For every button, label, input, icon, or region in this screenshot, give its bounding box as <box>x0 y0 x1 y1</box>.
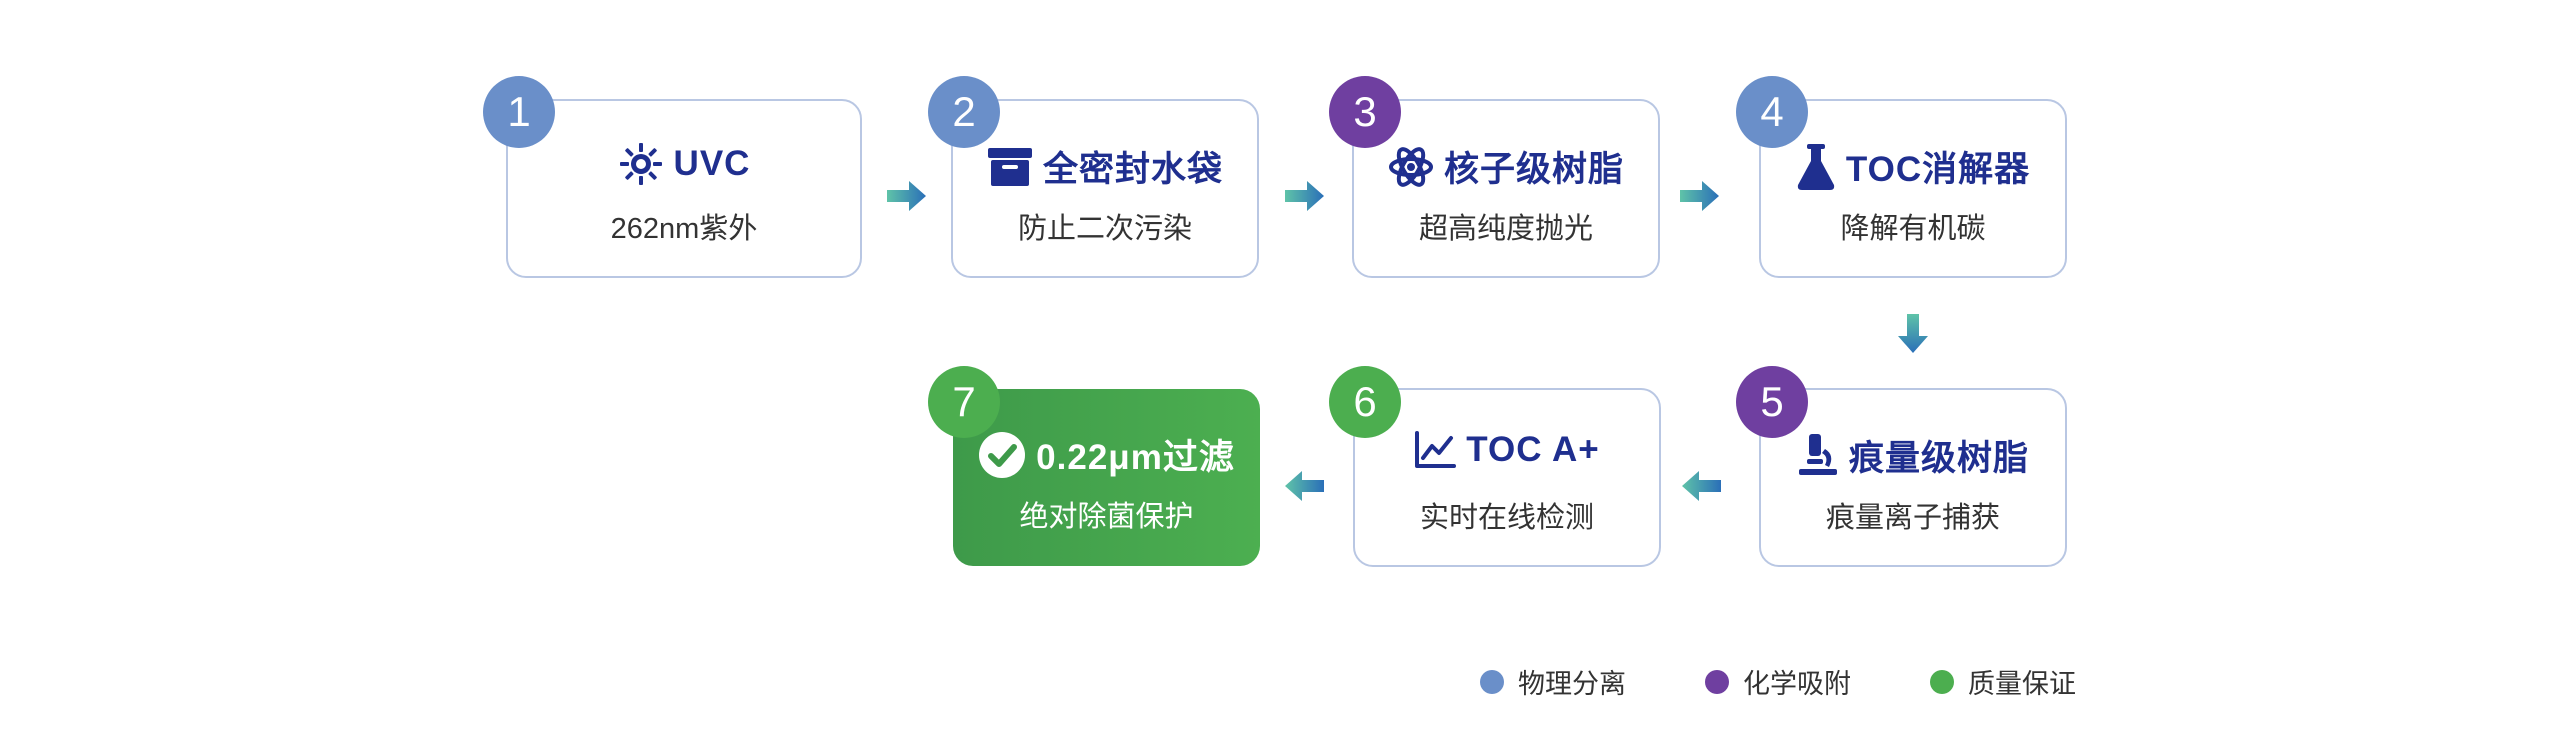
step-card-filtration: 0.22μm过滤 绝对除菌保护 <box>953 389 1260 566</box>
legend-label: 质量保证 <box>1968 669 2076 699</box>
step-header: 核子级树脂 <box>1354 141 1658 192</box>
atom-icon <box>1388 146 1433 187</box>
step-subtitle: 防止二次污染 <box>1017 213 1192 245</box>
step-subtitle: 降解有机碳 <box>1840 213 1986 245</box>
step-subtitle: 262nm紫外 <box>610 213 758 245</box>
step-card-toc-digester: TOC消解器 降解有机碳 <box>1759 99 2067 278</box>
step-number-badge: 7 <box>928 366 1000 438</box>
step-number-badge: 3 <box>1329 76 1401 148</box>
step-title: TOC A+ <box>1466 430 1600 469</box>
arrow-left-icon <box>1285 471 1324 501</box>
step-header: 0.22μm过滤 <box>953 429 1260 480</box>
step-card-nuclear-resin: 核子级树脂 超高纯度抛光 <box>1352 99 1660 278</box>
arrow-down-icon <box>1898 314 1928 353</box>
microscope-icon <box>1798 433 1837 475</box>
step-number-badge: 6 <box>1329 366 1401 438</box>
step-title: TOC消解器 <box>1845 150 2031 189</box>
step-title: UVC <box>673 144 751 183</box>
arrow-right-icon <box>887 181 926 211</box>
sealed-bag-icon <box>987 147 1032 186</box>
step-card-toc-a-plus: TOC A+ 实时在线检测 <box>1353 388 1661 567</box>
flask-icon <box>1797 143 1835 190</box>
check-circle-icon <box>979 431 1026 478</box>
legend-label: 物理分离 <box>1518 669 1626 699</box>
step-header: 痕量级树脂 <box>1761 430 2065 481</box>
step-subtitle: 痕量离子捕获 <box>1825 502 2000 534</box>
step-card-trace-resin: 痕量级树脂 痕量离子捕获 <box>1759 388 2067 567</box>
legend-item-quality: 质量保证 <box>1930 662 2076 701</box>
step-title: 核子级树脂 <box>1443 150 1624 189</box>
step-title: 全密封水袋 <box>1042 150 1223 189</box>
legend-dot <box>1930 669 1954 694</box>
arrow-right-icon <box>1680 181 1719 211</box>
step-header: TOC消解器 <box>1761 141 2065 192</box>
step-subtitle: 绝对除菌保护 <box>1019 501 1194 533</box>
step-header: 全密封水袋 <box>953 141 1257 192</box>
step-subtitle: 超高纯度抛光 <box>1418 213 1593 245</box>
sun-icon <box>619 143 662 185</box>
legend-label: 化学吸附 <box>1743 669 1851 699</box>
step-header: UVC <box>508 141 860 187</box>
step-title: 痕量级树脂 <box>1848 439 2029 478</box>
step-number-badge: 4 <box>1736 76 1808 148</box>
step-card-uvc: UVC 262nm紫外 <box>506 99 862 278</box>
step-number-badge: 2 <box>928 76 1000 148</box>
step-number-badge: 1 <box>483 76 555 148</box>
step-number-badge: 5 <box>1736 366 1808 438</box>
step-title: 0.22μm过滤 <box>1036 438 1235 477</box>
step-subtitle: 实时在线检测 <box>1419 502 1594 534</box>
legend-item-physical: 物理分离 <box>1480 662 1626 701</box>
step-header: TOC A+ <box>1355 430 1659 470</box>
arrow-left-icon <box>1682 471 1721 501</box>
line-chart-icon <box>1415 431 1457 468</box>
step-card-sealed-bag: 全密封水袋 防止二次污染 <box>951 99 1259 278</box>
legend-dot <box>1705 669 1729 694</box>
legend-dot <box>1480 669 1504 694</box>
arrow-right-icon <box>1285 181 1324 211</box>
legend-item-chemical: 化学吸附 <box>1705 662 1851 701</box>
